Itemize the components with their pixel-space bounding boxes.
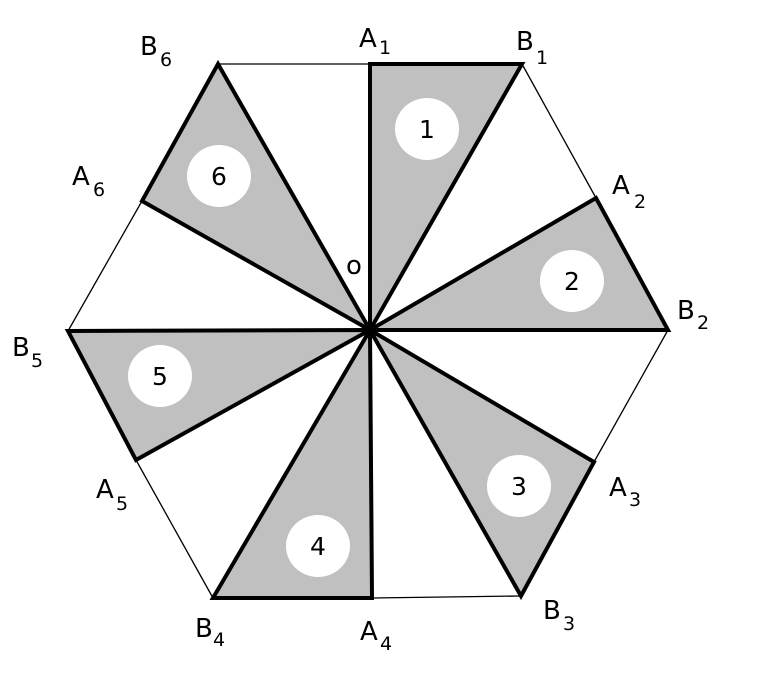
triangle-3-shape: [364, 324, 597, 601]
vertex-label-a1-letter: A: [359, 24, 377, 54]
vertex-label-a2: A2: [612, 171, 646, 213]
triangle-2-number-circle: [540, 250, 604, 312]
triangle-5: 5: [64, 328, 371, 463]
vertex-label-a6-subscript: 6: [93, 179, 105, 201]
triangle-1-number-circle: [395, 98, 459, 160]
triangle-5-number-circle: [128, 345, 192, 407]
vertex-label-b4-subscript: 4: [213, 629, 225, 651]
vertex-label-a5-letter: A: [96, 475, 114, 505]
vertex-label-a3-letter: A: [609, 473, 627, 503]
edge-b5-a6: [67, 200, 143, 332]
triangle-1: 1: [368, 62, 526, 338]
vertex-label-b5-letter: B: [12, 333, 30, 363]
triangle-3: 3: [364, 324, 597, 601]
vertex-label-b2-subscript: 2: [697, 312, 709, 334]
vertex-label-a4-letter: A: [360, 617, 378, 647]
vertex-label-a1-subscript: 1: [379, 37, 391, 59]
triangle-2-number: 2: [564, 267, 580, 296]
triangle-6-number: 6: [211, 162, 227, 191]
triangle-4-number-circle: [286, 515, 350, 577]
edge-b3-a4: [371, 595, 522, 599]
shaded-triangles: 1 2 3 4 5 6: [64, 59, 672, 601]
vertex-label-b1-letter: B: [516, 27, 534, 57]
triangle-6-number-circle: [187, 145, 251, 207]
vertex-label-a4-subscript: 4: [380, 633, 392, 655]
triangle-4: 4: [209, 322, 375, 600]
vertex-label-b6-letter: B: [140, 32, 158, 62]
center-label-o: o: [346, 251, 362, 281]
vertex-label-b1-subscript: 1: [536, 47, 548, 69]
triangle-5-number: 5: [152, 362, 168, 391]
edge-b2-a3: [593, 329, 669, 463]
triangle-3-number: 3: [511, 472, 527, 501]
vertex-label-b2-letter: B: [677, 296, 695, 326]
vertex-label-a5-subscript: 5: [116, 493, 128, 515]
vertex-label-b6-subscript: 6: [160, 49, 172, 71]
vertex-label-b5-subscript: 5: [31, 350, 43, 372]
triangle-6: 6: [139, 59, 376, 336]
edge-b1-a2: [521, 63, 597, 199]
vertex-label-b4-letter: B: [195, 614, 213, 644]
triangle-2: 2: [362, 195, 672, 332]
hexagon-outline: [67, 63, 669, 599]
vertex-label-b3-letter: B: [543, 596, 561, 626]
triangle-4-number: 4: [310, 532, 326, 561]
vertex-label-a3-subscript: 3: [629, 489, 641, 511]
triangle-6-shape: [139, 59, 376, 336]
edge-b4-a5: [135, 459, 214, 599]
vertex-label-a2-letter: A: [612, 171, 630, 201]
vertex-label-a6-letter: A: [72, 162, 90, 192]
triangle-1-number: 1: [419, 115, 435, 144]
vertex-label-b1: B1: [516, 27, 548, 69]
vertex-label-a2-subscript: 2: [634, 191, 646, 213]
triangle-3-number-circle: [487, 455, 551, 517]
vertex-label-b3-subscript: 3: [563, 613, 575, 635]
